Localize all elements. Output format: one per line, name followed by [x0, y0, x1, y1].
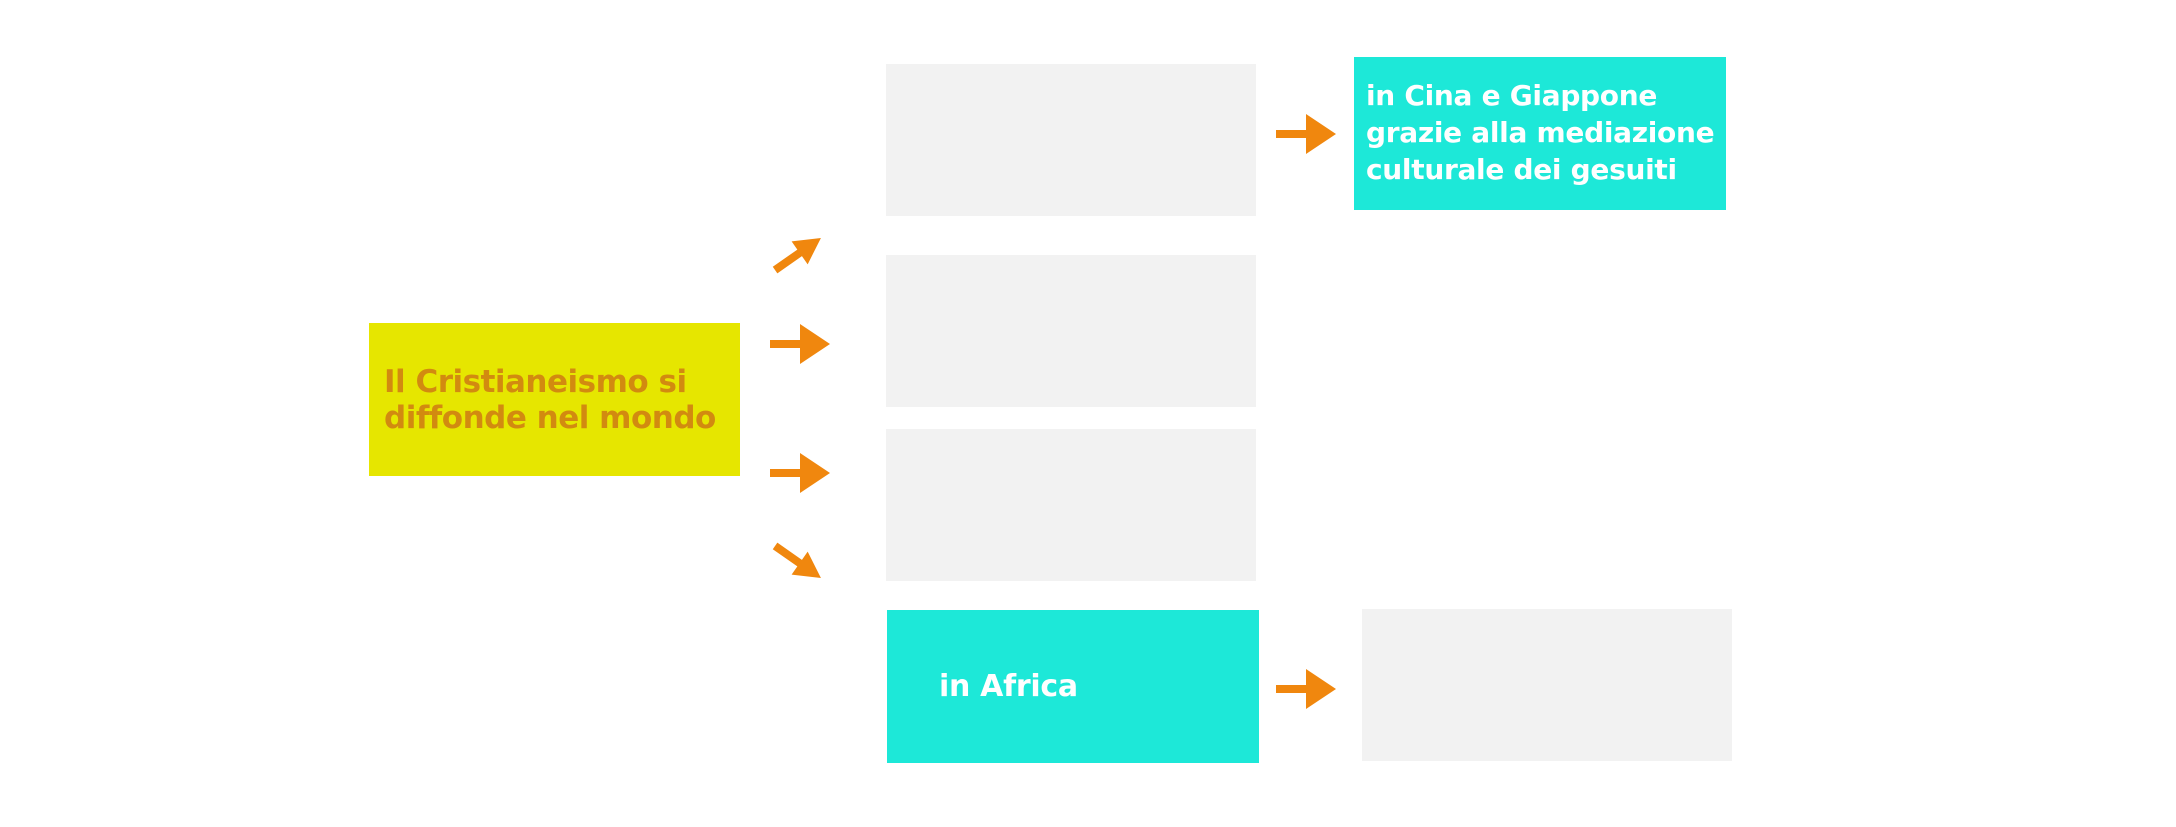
arrow-branch-4-to-outcome	[1276, 669, 1336, 709]
arrow-root-to-branch-1	[772, 237, 821, 274]
outcome-node-1-label: in Cina e Giappone grazie alla mediazion…	[1366, 79, 1715, 186]
arrow-root-to-branch-2	[770, 324, 830, 364]
root-node: Il Cristianeismo si diffonde nel mondo	[369, 323, 740, 476]
branch-node-3	[886, 429, 1256, 581]
branch-node-1	[886, 64, 1256, 216]
branch-node-2	[886, 255, 1256, 407]
outcome-node-4	[1362, 609, 1732, 761]
branch-node-4: in Africa	[887, 610, 1259, 763]
arrow-root-to-branch-4	[772, 542, 821, 579]
branch-node-4-label: in Africa	[939, 668, 1078, 704]
root-node-label: Il Cristianeismo si diffonde nel mondo	[384, 363, 716, 436]
outcome-node-1: in Cina e Giappone grazie alla mediazion…	[1354, 57, 1726, 210]
arrow-root-to-branch-3	[770, 453, 830, 493]
arrow-branch-1-to-outcome	[1276, 114, 1336, 154]
